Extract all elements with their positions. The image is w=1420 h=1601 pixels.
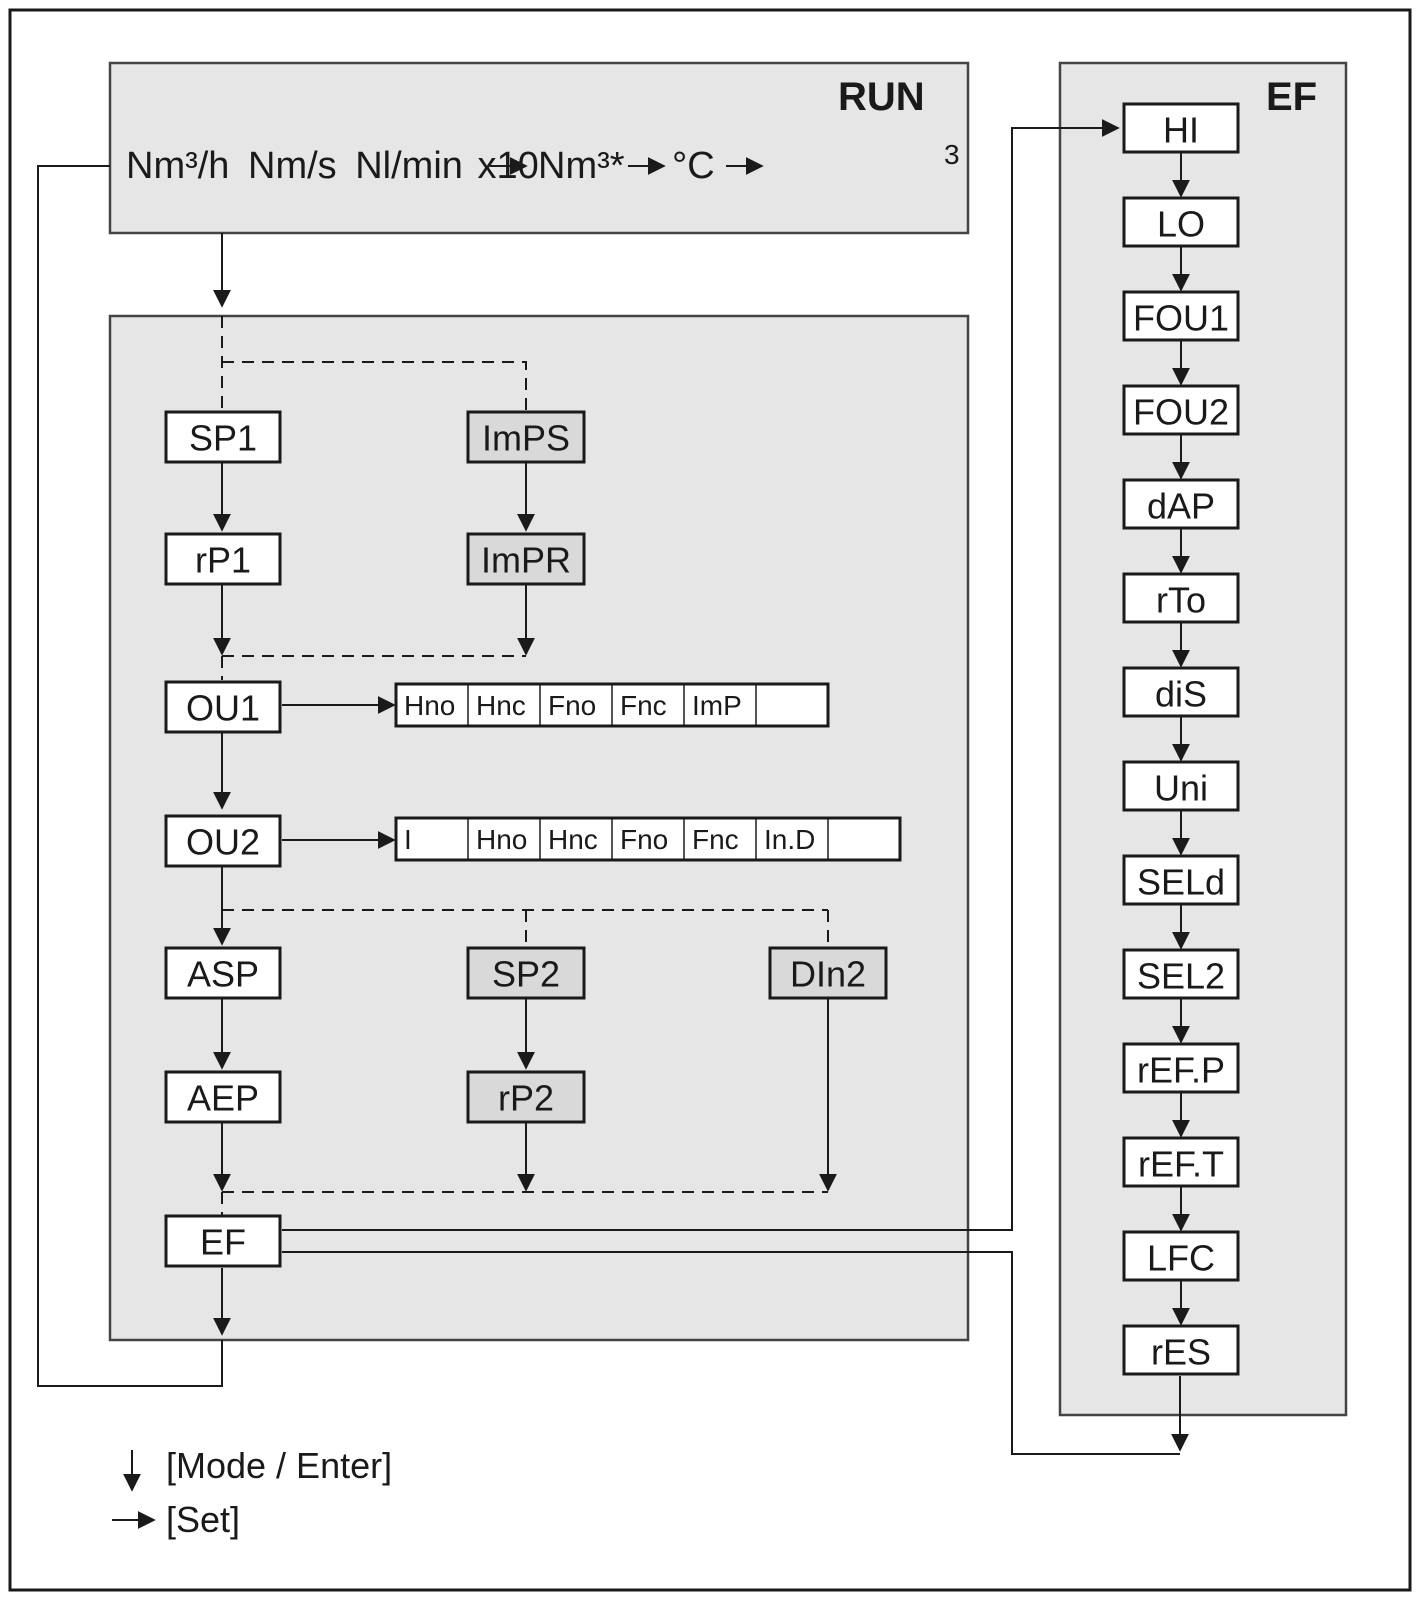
dash-to-imps bbox=[222, 361, 527, 410]
ou2-options-option-5[interactable]: In.D bbox=[764, 824, 815, 855]
ef-item-label-10: rEF.P bbox=[1137, 1050, 1225, 1091]
ef-item-7[interactable]: Uni bbox=[1122, 760, 1240, 812]
run-title: RUN bbox=[838, 75, 925, 119]
unit-nms: Nm/s bbox=[248, 145, 337, 187]
ef-item-11[interactable]: rEF.T bbox=[1122, 1136, 1240, 1188]
node-sp1[interactable]: SP1 bbox=[164, 410, 282, 464]
ef-to-hi-line bbox=[282, 119, 1120, 1231]
ef-item-8[interactable]: SELd bbox=[1122, 854, 1240, 906]
ef-item-6[interactable]: diS bbox=[1122, 666, 1240, 718]
ef-item-label-5: rTo bbox=[1156, 580, 1206, 621]
ef-item-label-2: FOU1 bbox=[1133, 298, 1229, 339]
node-ef[interactable]: EF bbox=[164, 1214, 282, 1268]
unit-celsius: °C bbox=[672, 145, 715, 187]
node-asp[interactable]: ASP bbox=[164, 946, 282, 1000]
ou2-options-frame bbox=[394, 816, 902, 862]
node-rp2-label: rP2 bbox=[498, 1078, 554, 1119]
ef-item-label-3: FOU2 bbox=[1133, 392, 1229, 433]
node-aep-label: AEP bbox=[187, 1078, 259, 1119]
node-sp2-label: SP2 bbox=[492, 954, 560, 995]
node-din2[interactable]: DIn2 bbox=[768, 946, 888, 1000]
ef-item-label-6: diS bbox=[1155, 674, 1207, 715]
unit-nm3h: Nm³/h bbox=[126, 145, 229, 187]
ou2-option-strip: I Hno Hnc Fno Fnc In.D bbox=[394, 816, 902, 862]
node-sp1-label: SP1 bbox=[189, 418, 257, 459]
node-ou1-label: OU1 bbox=[186, 688, 260, 729]
ef-return-line bbox=[282, 1251, 1180, 1455]
node-impr[interactable]: ImPR bbox=[466, 532, 586, 586]
node-aep[interactable]: AEP bbox=[164, 1070, 282, 1124]
node-rp1[interactable]: rP1 bbox=[164, 532, 282, 586]
ef-item-5[interactable]: rTo bbox=[1122, 572, 1240, 624]
node-ou1[interactable]: OU1 bbox=[164, 680, 282, 734]
ou1-options-option-1[interactable]: Hnc bbox=[476, 690, 526, 721]
ou2-options-option-3[interactable]: Fno bbox=[620, 824, 668, 855]
ef-item-0[interactable]: HI bbox=[1122, 102, 1240, 154]
node-imps[interactable]: ImPS bbox=[466, 410, 586, 464]
node-rp1-label: rP1 bbox=[195, 540, 251, 581]
ef-item-12[interactable]: LFC bbox=[1122, 1230, 1240, 1282]
node-ou2-label: OU2 bbox=[186, 822, 260, 863]
node-asp-label: ASP bbox=[187, 954, 259, 995]
ou2-options-option-4[interactable]: Fnc bbox=[692, 824, 739, 855]
ef-item-10[interactable]: rEF.P bbox=[1122, 1042, 1240, 1094]
ef-item-label-9: SEL2 bbox=[1137, 956, 1225, 997]
run-superscript: 3 bbox=[944, 139, 960, 170]
ef-item-label-1: LO bbox=[1157, 204, 1205, 245]
ef-panel bbox=[1058, 61, 1348, 1417]
ef-item-1[interactable]: LO bbox=[1122, 196, 1240, 248]
node-din2-label: DIn2 bbox=[790, 954, 866, 995]
outer-frame bbox=[8, 8, 1412, 1592]
run-units-text: Nm³/h Nm/s Nl/min x10 bbox=[126, 145, 539, 187]
ou1-options-option-4[interactable]: ImP bbox=[692, 690, 742, 721]
legend-set: [Set] bbox=[166, 1499, 240, 1540]
unit-nlmin: Nl/min bbox=[355, 145, 463, 187]
ef-item-3[interactable]: FOU2 bbox=[1122, 384, 1240, 436]
node-rp2[interactable]: rP2 bbox=[466, 1070, 586, 1124]
return-to-run-line bbox=[37, 165, 223, 1387]
ou2-options-option-1[interactable]: Hno bbox=[476, 824, 527, 855]
ou1-options-option-2[interactable]: Fno bbox=[548, 690, 596, 721]
run-panel bbox=[108, 61, 970, 235]
node-sp2[interactable]: SP2 bbox=[466, 946, 586, 1000]
ef-item-2[interactable]: FOU1 bbox=[1122, 290, 1240, 342]
ou1-options-option-3[interactable]: Fnc bbox=[620, 690, 667, 721]
ef-item-9[interactable]: SEL2 bbox=[1122, 948, 1240, 1000]
ou1-option-strip: Hno Hnc Fno Fnc ImP bbox=[394, 682, 830, 728]
ef-item-label-7: Uni bbox=[1154, 768, 1208, 809]
ef-item-4[interactable]: dAP bbox=[1122, 478, 1240, 530]
unit-nm3star: Nm³* bbox=[538, 145, 625, 187]
ou2-options-option-2[interactable]: Hnc bbox=[548, 824, 598, 855]
ef-item-13[interactable]: rES bbox=[1122, 1324, 1240, 1376]
ef-item-label-13: rES bbox=[1151, 1332, 1211, 1373]
ef-item-label-8: SELd bbox=[1137, 862, 1225, 903]
ou2-options-option-0[interactable]: I bbox=[404, 824, 412, 855]
ou1-options-option-0[interactable]: Hno bbox=[404, 690, 455, 721]
legend-mode-enter: [Mode / Enter] bbox=[166, 1445, 392, 1486]
node-imps-label: ImPS bbox=[482, 418, 570, 459]
ef-item-label-0: HI bbox=[1163, 110, 1199, 151]
node-ou2[interactable]: OU2 bbox=[164, 814, 282, 868]
ef-item-label-12: LFC bbox=[1147, 1238, 1215, 1279]
node-ef-label: EF bbox=[200, 1222, 246, 1263]
ef-item-label-11: rEF.T bbox=[1138, 1144, 1224, 1185]
ef-panel-title: EF bbox=[1266, 75, 1317, 119]
node-impr-label: ImPR bbox=[481, 540, 571, 581]
ef-item-label-4: dAP bbox=[1147, 486, 1215, 527]
